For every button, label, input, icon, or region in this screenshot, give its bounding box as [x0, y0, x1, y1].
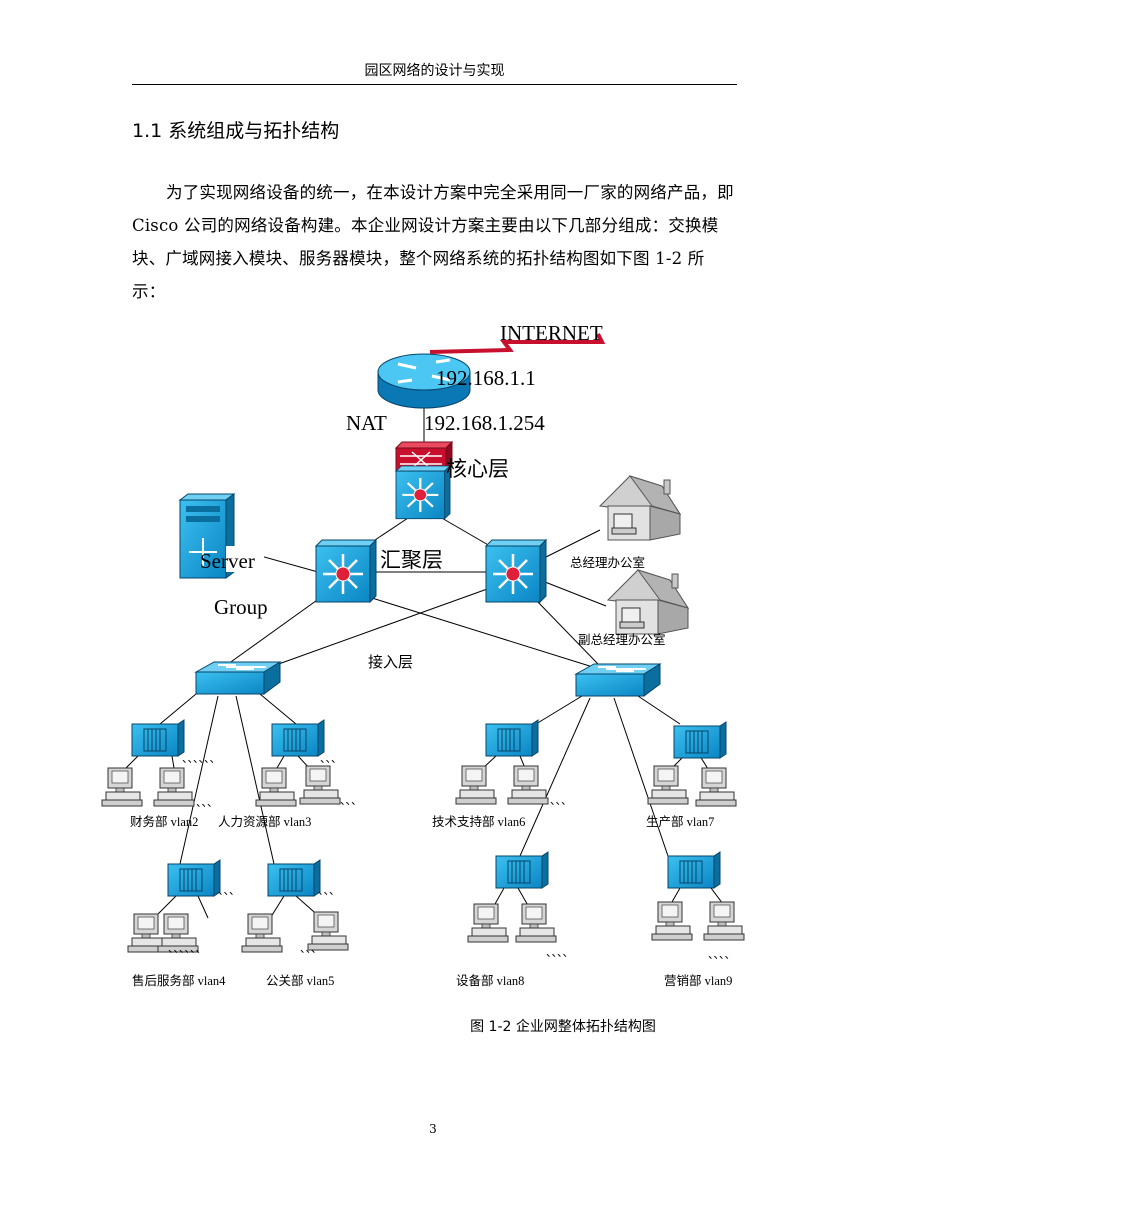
ellipsis: 、、、	[320, 753, 342, 765]
figure-caption: 图 1-2 企业网整体拓扑结构图	[470, 1019, 656, 1035]
section-title: 1.1 系统组成与拓扑结构	[132, 120, 340, 142]
distribution-layer-label: 汇聚层	[380, 548, 443, 572]
pc-icon	[255, 767, 297, 807]
pc-group	[101, 765, 745, 953]
ellipsis: 、、、、	[546, 947, 574, 959]
pc-icon	[651, 901, 693, 941]
pc-icon	[703, 901, 745, 941]
distribution-switch-right-icon	[484, 538, 548, 604]
dept-pr-label: 公关部 vlan5	[266, 973, 334, 988]
page-header: 园区网络的设计与实现	[132, 62, 737, 85]
core-switch-icon	[394, 464, 452, 520]
router-ip-inner: 192.168.1.254	[424, 411, 545, 435]
nat-label: NAT	[346, 411, 387, 435]
dept-tech-label: 技术支持部 vlan6	[432, 814, 525, 829]
gm-office-house-icon	[599, 475, 681, 541]
server-label-mask	[226, 546, 264, 572]
dept-marketing-label: 营销部 vlan9	[664, 973, 732, 988]
header-title: 园区网络的设计与实现	[364, 63, 505, 79]
pc-icon	[153, 767, 195, 807]
core-layer-label: 核心层	[446, 457, 509, 481]
internet-label: INTERNET	[500, 321, 603, 345]
distribution-switch-left-icon	[314, 538, 378, 604]
access-layer-label: 接入层	[368, 654, 413, 671]
pc-icon	[455, 765, 497, 805]
access-switch-left-icon	[195, 661, 281, 695]
router-ip-outer: 192.168.1.1	[436, 366, 536, 390]
pc-icon	[507, 765, 549, 805]
hub-marketing-icon	[667, 851, 721, 889]
hub-hr-icon	[271, 719, 325, 757]
body-paragraph: 为了实现网络设备的统一，在本设计方案中完全采用同一厂家的网络产品，即 Cisco…	[132, 183, 734, 301]
ellipsis: 、、、	[218, 885, 240, 897]
gm-office-label: 总经理办公室	[570, 555, 645, 570]
pc-icon	[695, 767, 737, 807]
ellipsis: 、、、	[340, 795, 362, 807]
pc-icon	[647, 765, 689, 805]
hub-equipment-icon	[495, 851, 549, 889]
ellipsis: 、、、、、、	[168, 943, 207, 955]
hub-aftersales-icon	[167, 859, 221, 897]
dgm-office-house-icon	[607, 569, 689, 635]
dept-finance-label: 财务部 vlan2	[130, 814, 198, 829]
pc-icon	[515, 903, 557, 943]
server-label-line2: Group	[214, 595, 268, 619]
ellipsis: 、、、、、、	[182, 753, 221, 765]
ellipsis: 、、、	[318, 885, 340, 897]
pc-icon	[299, 765, 341, 805]
dept-equipment-label: 设备部 vlan8	[456, 973, 524, 988]
hub-finance-icon	[131, 719, 185, 757]
hub-tech-icon	[485, 719, 539, 757]
ellipsis: 、、、	[300, 943, 322, 955]
access-switch-right-icon	[575, 663, 661, 697]
dept-hr-label: 人力资源部 vlan3	[218, 814, 311, 829]
ellipsis: 、、、	[196, 797, 218, 809]
pc-icon	[467, 903, 509, 943]
dgm-office-label: 副总经理办公室	[578, 632, 666, 647]
page-number: 3	[429, 1122, 437, 1136]
dept-production-label: 生产部 vlan7	[646, 814, 714, 829]
wan-link-icon	[429, 333, 606, 354]
pc-icon	[101, 767, 143, 807]
hub-production-icon	[673, 721, 727, 759]
hub-pr-icon	[267, 859, 321, 897]
router-icon	[377, 353, 471, 409]
server-label-line1: Server	[200, 549, 255, 573]
dept-aftersales-label: 售后服务部 vlan4	[132, 973, 226, 988]
pc-icon	[241, 913, 283, 953]
ellipsis: 、、、、	[708, 949, 736, 961]
ellipsis: 、、、	[550, 795, 572, 807]
